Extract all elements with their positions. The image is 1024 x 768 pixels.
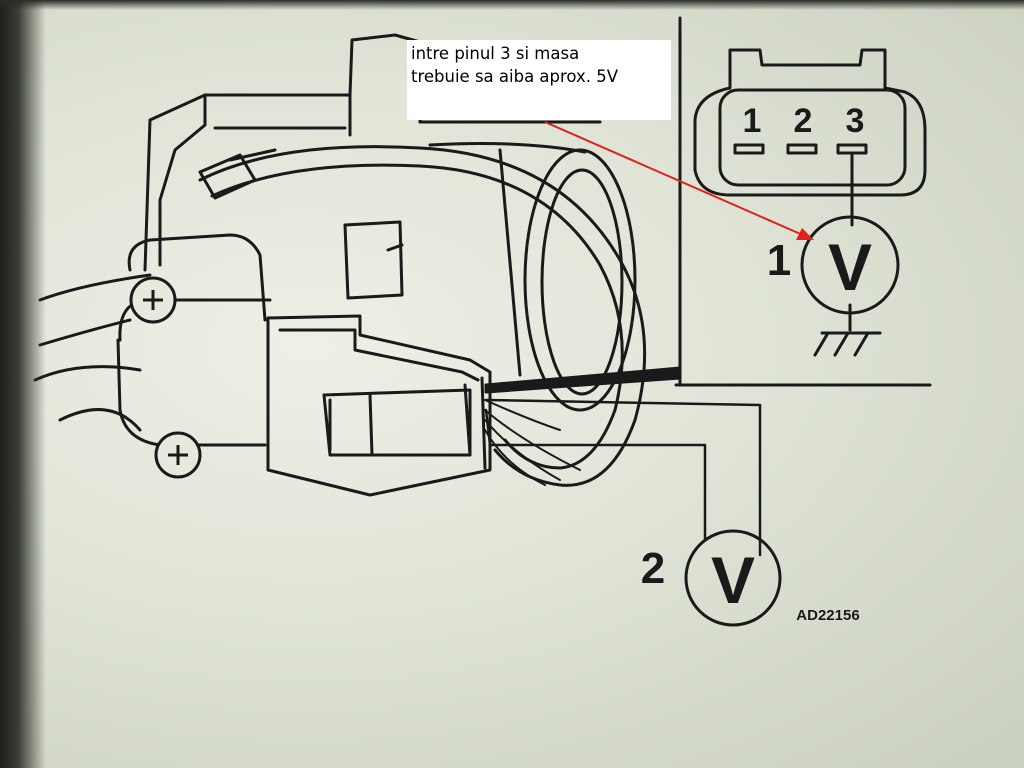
meter-2-symbol: V xyxy=(711,543,755,617)
throttle-body xyxy=(143,33,637,412)
top-shadow xyxy=(0,0,1024,10)
annotation-arrow xyxy=(544,121,814,240)
meter-2-leads xyxy=(484,398,762,557)
annotation-note: intre pinul 3 si masa trebuie sa aiba ap… xyxy=(407,40,671,120)
harness-clip xyxy=(198,148,277,200)
monitor-bezel-shadow xyxy=(0,0,46,768)
pin-label-3: 3 xyxy=(846,102,865,140)
pin-label-1: 1 xyxy=(743,102,762,140)
ground-symbol-icon xyxy=(813,331,882,357)
connector-face-inset xyxy=(693,48,927,197)
screw-cross-upper xyxy=(143,290,163,310)
wiring-harness xyxy=(33,145,647,487)
figure-code: AD22156 xyxy=(796,607,859,624)
pin-label-2: 2 xyxy=(794,102,813,140)
connector-pin-labels: 1 2 3 xyxy=(743,102,865,140)
annotation-line-2: trebuie sa aiba aprox. 5V xyxy=(411,67,619,86)
meter-1-number: 1 xyxy=(767,236,791,285)
annotation-line-1: intre pinul 3 si masa xyxy=(411,44,580,63)
connector-wires xyxy=(484,399,581,486)
meter-1-symbol: V xyxy=(828,230,872,304)
screw-cross-lower xyxy=(168,445,188,465)
voltmeter-1-icon xyxy=(800,215,900,315)
probe-wedge xyxy=(484,366,682,394)
screw-head-icon xyxy=(129,276,202,479)
voltmeter-2-icon xyxy=(684,529,782,627)
sensor-connector-plug xyxy=(266,314,492,497)
meter-2-number: 2 xyxy=(641,544,665,593)
